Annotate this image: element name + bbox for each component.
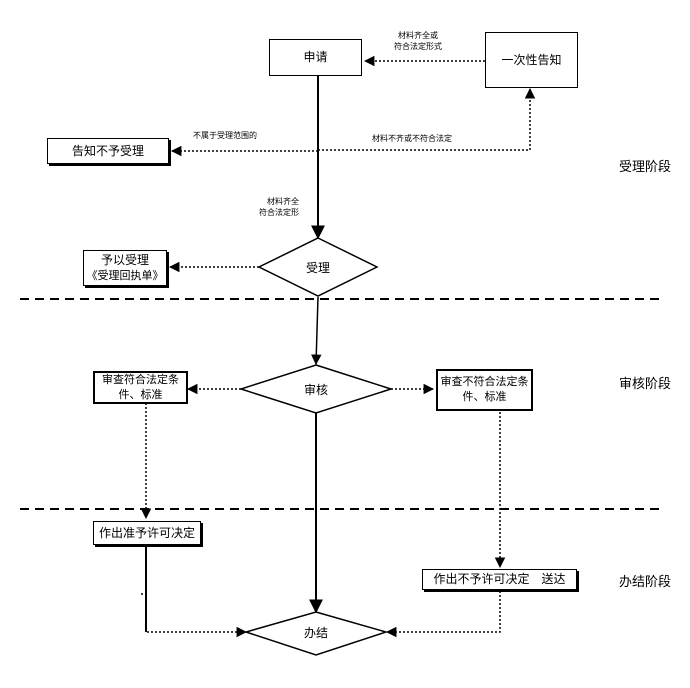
accept-receipt-line1: 予以受理 [100,253,149,268]
deny-decision-label: 作出不予许可决定 送达 [433,572,566,587]
fails-criteria-box: 审查不符合法定条 件、标准 [436,369,533,411]
meets-criteria-line2: 件、标准 [118,387,163,401]
phase-label-review: 审核阶段 [619,377,672,392]
one-time-notice-label: 一次性告知 [501,52,562,67]
arrow-incomplete-to-notice [318,87,536,151]
notify-not-accept-label: 告知不予受理 [71,143,144,158]
arrow-deny-to-finish [385,591,501,638]
grant-decision-label: 作出准予许可决定 [98,525,195,540]
review-diamond [238,364,394,414]
notify-not-accept-box: 告知不予受理 [47,138,169,164]
finish-diamond-label: 办结 [303,626,328,640]
deny-decision-box: 作出不予许可决定 送达 [422,569,577,590]
meets-criteria-line1: 审查符合法定条 [102,372,179,386]
edge-label-complete-line1: 材料齐全 [267,197,299,206]
one-time-notice-box: 一次性告知 [485,32,578,88]
accept-diamond [257,237,379,297]
accept-diamond-label: 受理 [305,261,330,275]
edge-label-out-of-scope: 不属于受理范围的 [193,131,257,140]
finish-diamond [243,611,389,656]
arrow-accept-to-review [311,296,322,366]
meets-criteria-box: 审查符合法定条 件、标准 [93,371,188,404]
edge-label-complete-or-legal-line1: 材料齐全或 [398,31,438,40]
arrow-grant-to-finish [141,593,248,638]
accept-receipt-line2: 《受理回执单》 [86,268,164,282]
review-diamond-label: 审核 [303,383,328,397]
fails-criteria-line1: 审查不符合法定条 [440,375,529,389]
apply-box: 申请 [269,39,362,76]
edge-label-incomplete: 材料不齐或不符合法定 [372,134,452,143]
edge-label-complete: 材料齐全 符合法定形 [259,197,299,219]
edge-label-complete-or-legal-line2: 符合法定形式 [394,41,442,51]
grant-decision-box: 作出准予许可决定 [93,521,201,545]
fails-criteria-line2: 件、标准 [462,390,507,403]
accept-receipt-box: 予以受理 《受理回执单》 [83,250,167,286]
edge-label-complete-or-legal: 材料齐全或 符合法定形式 [394,31,442,53]
edge-label-complete-line2: 符合法定形 [259,207,299,217]
apply-label: 申请 [303,50,328,65]
phase-label-finish: 办结阶段 [619,575,672,590]
phase-label-accept: 受理阶段 [619,160,672,175]
